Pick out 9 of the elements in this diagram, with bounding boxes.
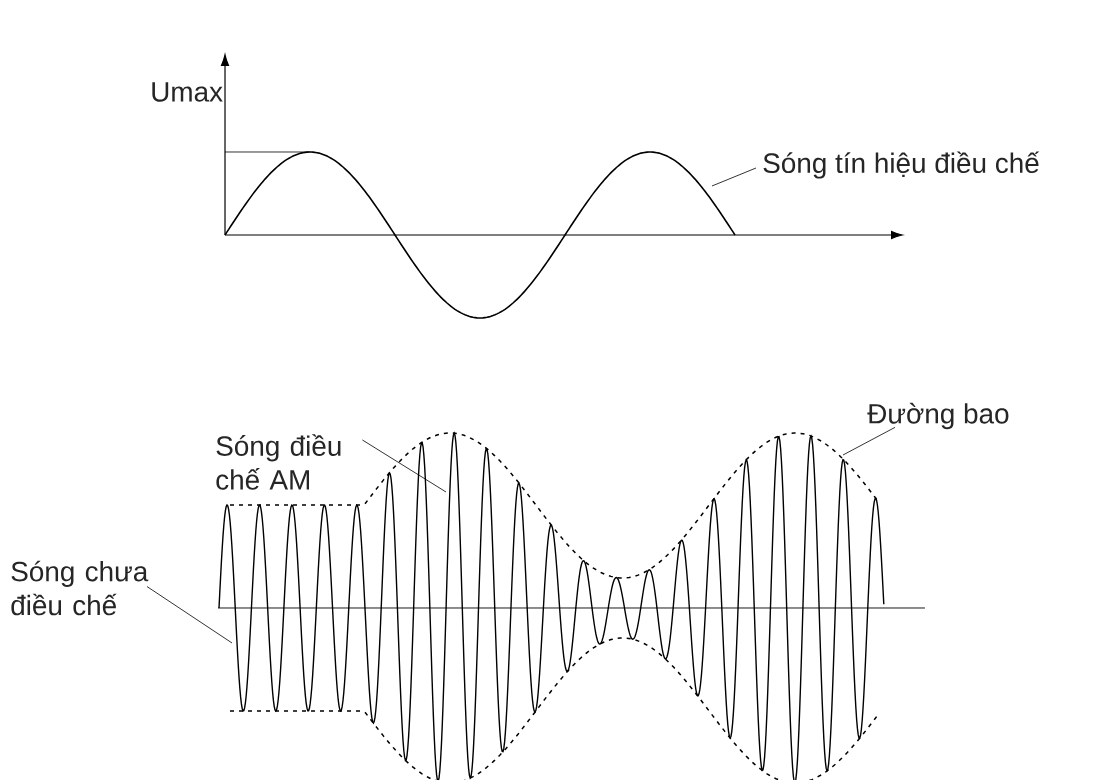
wave-label: Sóng tín hiệu điều chế: [763, 151, 1040, 179]
wave-label: Sóng điều chế AM: [216, 434, 341, 490]
wave-label: Sóng chưa điều chế: [11, 560, 149, 616]
leader-line: [362, 439, 447, 493]
leader-line: [842, 426, 896, 456]
leader-line: [146, 586, 233, 644]
axis-label: Umax: [152, 82, 223, 102]
leader-line: [711, 167, 757, 187]
wave-label: Đường bao: [867, 402, 1009, 430]
